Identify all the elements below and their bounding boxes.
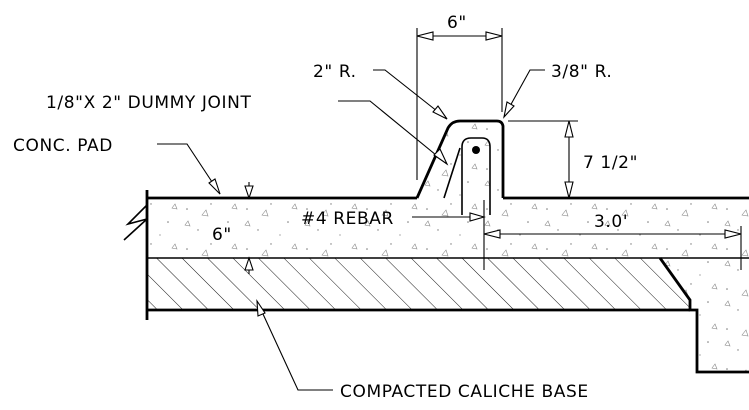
label-rebar: #4 REBAR [301,209,394,229]
label-curb-height: 7 1/2" [583,153,638,173]
dim-curb-height [508,120,578,199]
dim-top-width [416,28,503,180]
dummy-joint-line [443,147,461,199]
label-top-width: 6" [447,13,467,33]
label-radius-large: 2" R. [313,62,357,82]
caliche-base [147,258,690,310]
dim-offset [483,200,742,270]
section-outline [123,119,749,374]
label-base: COMPACTED CALICHE BASE [340,382,589,402]
rebar-stirrup [461,137,491,215]
label-conc-pad: CONC. PAD [13,136,113,156]
label-pad-thickness: 6" [212,225,232,245]
concrete-pad [147,121,749,372]
label-offset: 3.0' [594,212,628,232]
leaders [157,69,545,391]
label-radius-small: 3/8" R. [551,62,612,82]
label-dummy-joint: 1/8"X 2" DUMMY JOINT [46,93,251,113]
dim-pad-thickness [244,182,254,274]
